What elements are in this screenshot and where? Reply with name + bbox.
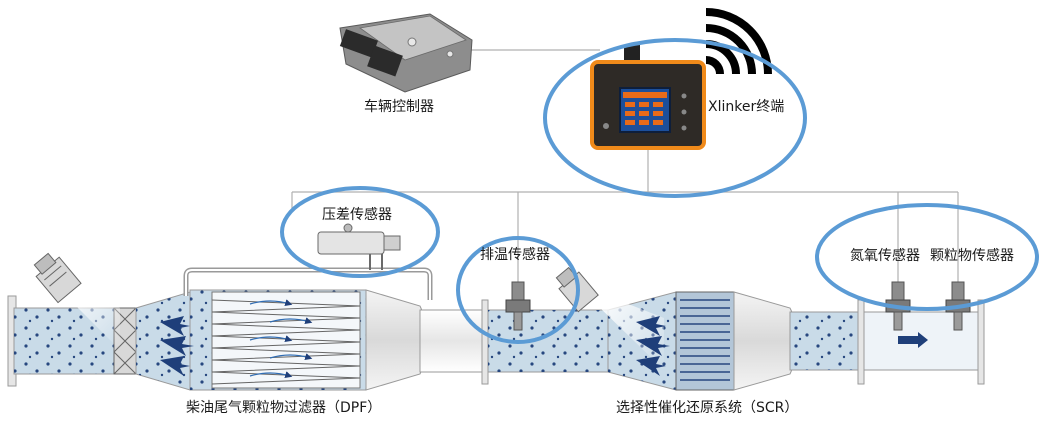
- pressure-bypass-tube-inner: [185, 269, 431, 300]
- pressure-differential-sensor: [317, 223, 401, 270]
- flow-arrows: [160, 316, 928, 376]
- pm-sensor-label: 颗粒物传感器: [930, 248, 1014, 264]
- scr-label: 选择性催化还原系统（SCR）: [616, 400, 799, 416]
- pressure-sensor-label: 压差传感器: [322, 207, 392, 223]
- ecu-label: 车辆控制器: [364, 99, 434, 115]
- dpf-label: 柴油尾气颗粒物过滤器（DPF）: [186, 400, 382, 416]
- terminal-label: Xlinker终端: [708, 99, 785, 115]
- temp-sensor-label: 排温传感器: [480, 247, 550, 263]
- injector-dpf: [33, 252, 120, 350]
- nox-pm-sensor-highlight-ring: [815, 203, 1039, 311]
- pressure-sensor-highlight-ring: [280, 186, 440, 278]
- xlinker-terminal-device: [590, 45, 706, 150]
- dpf-inner-flow: [249, 299, 313, 379]
- exhaust-temperature-sensor: [505, 281, 531, 331]
- temp-sensor-highlight-ring: [456, 236, 580, 344]
- nox-sensor-label: 氮氧传感器: [850, 248, 920, 264]
- highlight-rings: [280, 38, 1039, 344]
- terminal-highlight-ring: [543, 38, 807, 198]
- vehicle-controller-ecu: [339, 13, 473, 93]
